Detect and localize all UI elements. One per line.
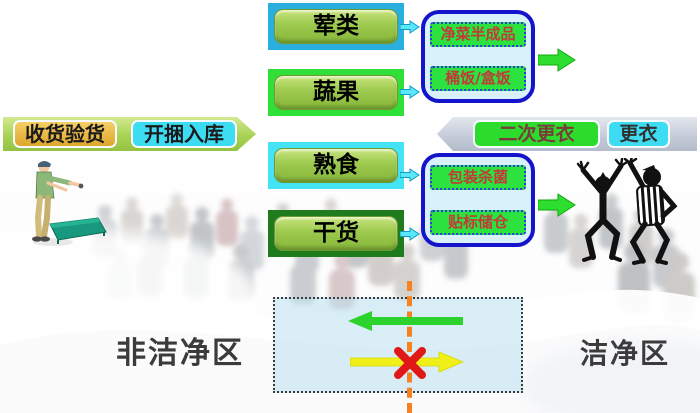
- process-container-2: 包装杀菌 贴标储仓: [421, 153, 535, 247]
- connector-arrow-icon: [400, 20, 420, 34]
- receiving-band: 收货验货 开捆入库: [3, 117, 256, 151]
- category-node-cooked: 熟食: [268, 142, 404, 189]
- process-container-1: 净菜半成品 桶饭/盒饭: [421, 10, 535, 103]
- connector-arrow-icon: [400, 85, 420, 99]
- category-node-produce: 蔬果: [268, 69, 404, 116]
- zone-label-non-clean: 非洁净区: [116, 336, 244, 371]
- zone-divider-line: [407, 281, 412, 413]
- category-label-produce: 蔬果: [274, 75, 398, 110]
- process-step: 净菜半成品: [430, 22, 526, 47]
- category-label-meat: 荤类: [274, 9, 398, 44]
- process-step: 包装杀菌: [430, 165, 526, 190]
- category-label-cooked: 熟食: [274, 148, 398, 183]
- category-node-meat: 荤类: [268, 3, 404, 50]
- step-receive-inspect: 收货验货: [13, 120, 117, 148]
- step-unbundle-store: 开捆入库: [131, 120, 237, 148]
- process-step: 桶饭/盒饭: [430, 66, 526, 91]
- category-label-dry: 干货: [274, 216, 398, 251]
- category-node-dry: 干货: [268, 210, 404, 257]
- changing-band: 二次更衣 更衣: [437, 117, 697, 151]
- process-step: 贴标储仓: [430, 210, 526, 235]
- output-arrow-icon: [538, 48, 576, 72]
- blocked-cross-icon: [394, 347, 426, 379]
- output-arrow-icon: [538, 193, 576, 217]
- connector-arrow-icon: [400, 227, 420, 241]
- step-second-change: 二次更衣: [473, 120, 600, 148]
- step-change: 更衣: [607, 120, 670, 148]
- flow-allowed-arrow-icon: [348, 311, 463, 331]
- warehouse-worker-figure: [32, 161, 107, 246]
- zone-label-clean: 洁净区: [579, 337, 670, 370]
- connector-arrow-icon: [400, 168, 420, 182]
- celebrating-figures: [576, 158, 678, 265]
